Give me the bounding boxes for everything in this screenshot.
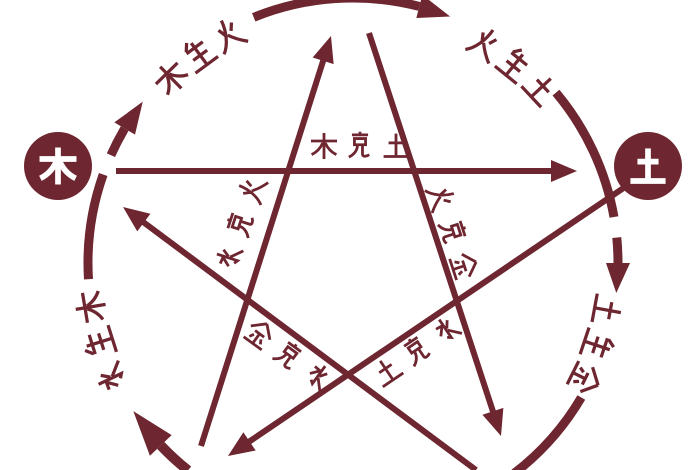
arc-arrow-after-fire: [416, 0, 451, 19]
cjk-char-glyph: [423, 180, 459, 215]
water-overcomes-fire-arrow: [312, 36, 334, 65]
cjk-char-glyph: [207, 12, 250, 56]
wood-overcomes-earth-arrow: [551, 160, 577, 182]
overcoming-pentagram-lines: [116, 32, 627, 470]
arc-earth-to-metal: [511, 395, 586, 470]
fire-overcomes-metal-line: [366, 32, 498, 417]
arc-arrow-after-wood: [114, 101, 143, 135]
arc-stub-after-water: [157, 441, 192, 470]
cjk-char-glyph: [147, 54, 194, 101]
earth-overcomes-water-arrow: [228, 432, 256, 456]
arc-stub-after-wood: [106, 126, 129, 158]
cjk-char-glyph: [519, 66, 563, 109]
cjk-char-glyph: [463, 21, 507, 66]
element-nodes: [24, 132, 682, 200]
arc-fire-to-earth: [552, 89, 619, 218]
label-fire-generates-earth: [463, 21, 563, 109]
cjk-char-glyph: [565, 358, 606, 400]
cjk-char-glyph: [222, 209, 256, 240]
generating-cycle-arcs: [83, 0, 630, 470]
metal-overcomes-water-line: [138, 217, 478, 470]
metal-overcomes-water-arrow: [123, 207, 151, 232]
arc-wood-to-fire-top: [252, 0, 421, 22]
arc-water-to-wood: [83, 173, 108, 280]
arc-stub-after-earth: [612, 237, 623, 264]
earth-overcomes-water-line: [244, 184, 627, 447]
cjk-char-glyph: [590, 292, 626, 329]
arc-arrow-after-water: [133, 411, 172, 456]
cjk-char-glyph: [78, 323, 119, 363]
cjk-char-glyph: [448, 249, 482, 283]
label-wood-generates-fire: [147, 12, 250, 101]
fire-overcomes-metal-arrow: [482, 407, 504, 436]
cjk-char-glyph: [493, 41, 537, 86]
label-wood-overcomes-earth: [309, 130, 410, 161]
cjk-char-glyph: [71, 287, 110, 326]
label-earth-generates-metal: [565, 292, 626, 400]
cjk-char-glyph: [213, 242, 245, 271]
cjk-char-glyph: [309, 131, 339, 161]
cjk-char-glyph: [234, 172, 270, 207]
cjk-char-glyph: [91, 358, 130, 395]
cjk-char-glyph: [176, 31, 220, 75]
cjk-char-glyph: [436, 215, 470, 246]
label-water-generates-wood: [71, 287, 130, 395]
cjk-char-glyph: [578, 325, 619, 366]
water-overcomes-fire-line: [198, 56, 328, 447]
cjk-char-glyph: [271, 336, 306, 372]
cjk-char-glyph: [347, 130, 371, 159]
arc-arrow-after-earth: [606, 263, 630, 293]
cjk-char-glyph: [241, 315, 278, 352]
cycle-labels: [71, 12, 626, 400]
